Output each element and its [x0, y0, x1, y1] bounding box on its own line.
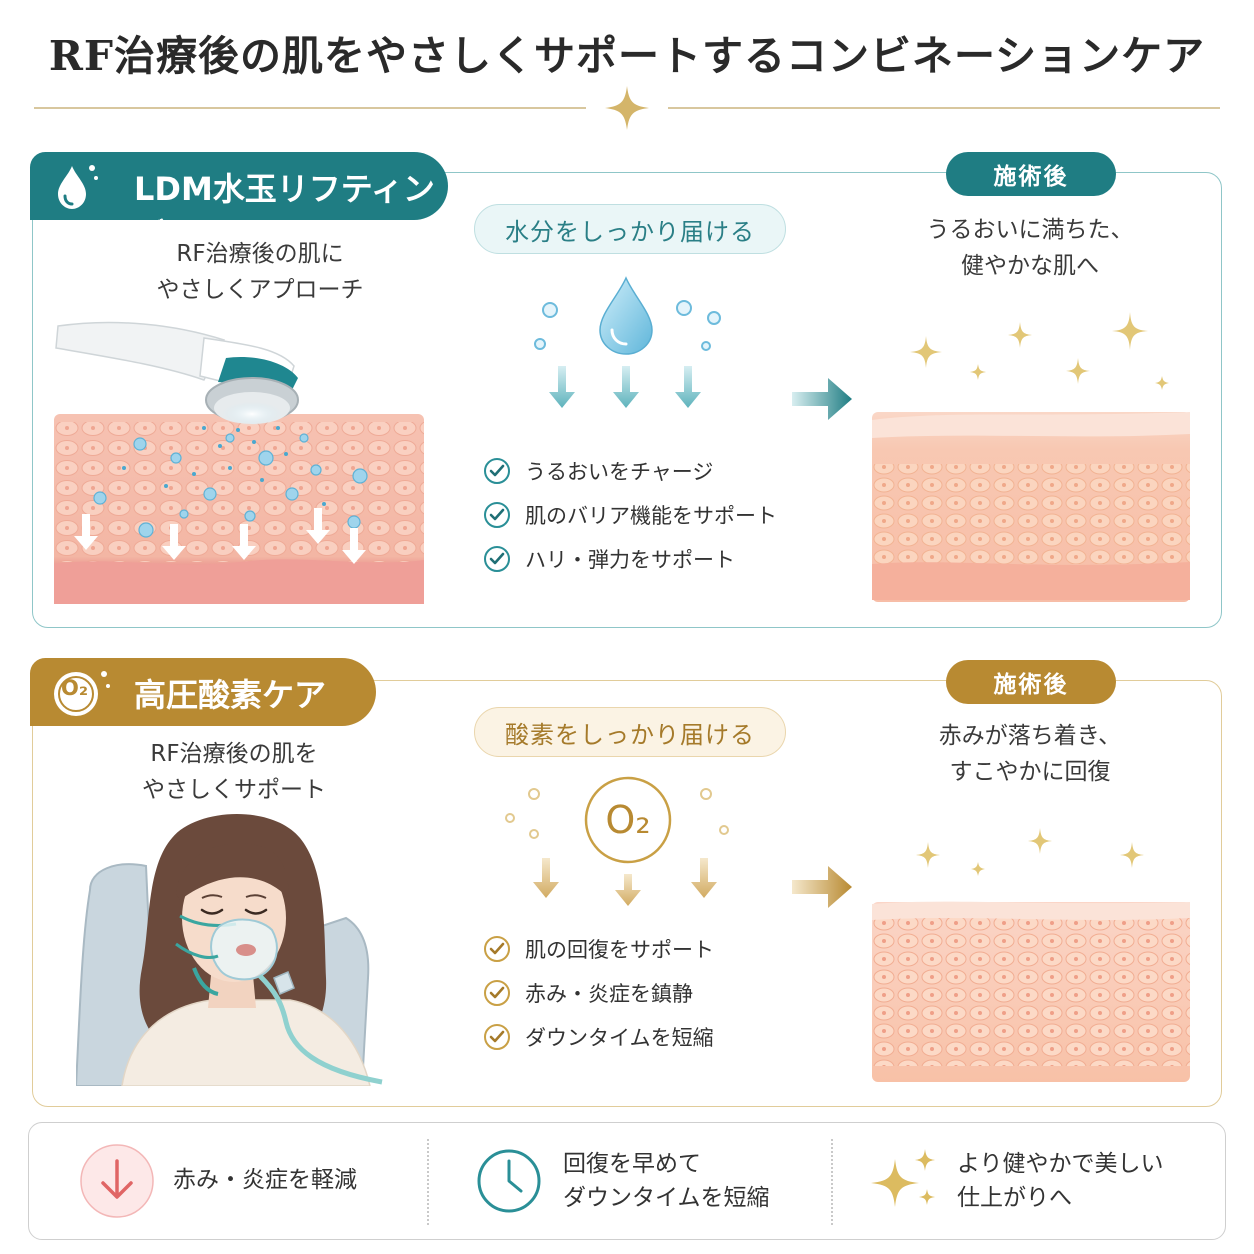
water-delivery-icon [534, 276, 721, 408]
summary-item-2: 回復を早めて ダウンタイムを短縮 [563, 1147, 770, 1215]
sparkle-icon [605, 86, 649, 130]
ldm-after-text: うるおいに満ちた、 健やかな肌へ [880, 212, 1180, 284]
ldm-description: RF治療後の肌に やさしくアプローチ [110, 236, 410, 308]
oxygen-description-line1: RF治療後の肌を [150, 741, 318, 767]
right-arrow-icon [792, 866, 852, 908]
summary-item-3: より健やかで美しい 仕上がりへ [957, 1147, 1164, 1215]
sparkle-icon [871, 1149, 935, 1207]
check-circle-icon [484, 502, 510, 528]
ldm-description-line1: RF治療後の肌に [176, 241, 344, 267]
check-circle-icon [484, 458, 510, 484]
check-circle-icon [484, 980, 510, 1006]
list-item: 肌の回復をサポート [483, 934, 803, 964]
oxygen-description-line2: やさしくサポート [142, 777, 326, 803]
summary-item-2-line1: 回復を早めて [563, 1151, 701, 1177]
oxygen-tab-label: 高圧酸素ケア [134, 676, 327, 714]
oxygen-after-text: 赤みが落ち着き、 すこやかに回復 [880, 718, 1180, 790]
summary-item-1: 赤み・炎症を軽減 [173, 1163, 357, 1197]
oxygen-description: RF治療後の肌を やさしくサポート [84, 736, 384, 808]
check-circle-icon [484, 1024, 510, 1050]
oxygen-benefit-pill: 酸素をしっかり届ける [474, 707, 786, 757]
list-item: 肌のバリア機能をサポート [483, 500, 803, 530]
check-circle-icon [484, 546, 510, 572]
clock-icon [477, 1149, 541, 1213]
list-item-label: うるおいをチャージ [525, 460, 714, 484]
summary-divider [427, 1139, 429, 1225]
ldm-device-illustration [54, 321, 424, 604]
title-divider-left [34, 107, 586, 109]
oxygen-after-badge: 施術後 [946, 660, 1116, 704]
oxygen-after-line1: 赤みが落ち着き、 [938, 723, 1122, 749]
list-item: 赤み・炎症を鎮静 [483, 978, 803, 1008]
list-item-label: 肌の回復をサポート [525, 938, 714, 962]
ldm-benefit-pill: 水分をしっかり届ける [474, 204, 786, 254]
summary-item-2-line2: ダウンタイムを短縮 [563, 1185, 770, 1211]
healthy-skin-illustration [872, 412, 1190, 602]
summary-divider [831, 1139, 833, 1225]
ldm-tab-label: LDM水玉リフティング [134, 170, 435, 254]
list-item-label: ハリ・弾力をサポート [525, 548, 735, 572]
down-arrow-icon [80, 1144, 154, 1218]
check-circle-icon [484, 936, 510, 962]
right-arrow-icon [792, 378, 852, 420]
ldm-after-badge: 施術後 [946, 152, 1116, 196]
list-item: うるおいをチャージ [483, 456, 803, 486]
water-drop-icon [58, 165, 98, 209]
list-item: ハリ・弾力をサポート [483, 544, 803, 574]
summary-item-3-line1: より健やかで美しい [957, 1151, 1164, 1177]
o2-symbol: O₂ [605, 798, 651, 842]
title-divider-right [668, 107, 1220, 109]
oxygen-delivery-icon [505, 776, 729, 906]
ldm-tab: LDM水玉リフティング [30, 152, 448, 254]
summary-bar: 赤み・炎症を軽減 回復を早めて ダウンタイムを短縮 より健やかで美しい 仕上がり… [28, 1122, 1226, 1240]
calm-skin-illustration [872, 901, 1190, 1082]
o2-icon [54, 671, 110, 716]
summary-item-1-label: 赤み・炎症を軽減 [173, 1167, 357, 1193]
summary-item-3-line2: 仕上がりへ [957, 1185, 1072, 1211]
o2-tab-symbol: O₂ [61, 676, 89, 700]
list-item: ダウンタイムを短縮 [483, 1022, 803, 1052]
page-title: RF治療後の肌をやさしくサポートするコンビネーションケア [48, 32, 1206, 80]
list-item-label: ダウンタイムを短縮 [525, 1026, 714, 1050]
ldm-description-line2: やさしくアプローチ [156, 277, 364, 303]
sparkles-icon [916, 828, 1144, 876]
sparkles-icon [910, 312, 1169, 390]
list-item-label: 肌のバリア機能をサポート [525, 504, 777, 528]
woman-oxygen-mask-illustration [76, 813, 383, 1086]
list-item-label: 赤み・炎症を鎮静 [525, 982, 693, 1006]
oxygen-after-line2: すこやかに回復 [949, 759, 1111, 785]
ldm-after-line1: うるおいに満ちた、 [926, 217, 1134, 243]
oxygen-tab: O₂ 高圧酸素ケア [30, 658, 376, 726]
ldm-after-line2: 健やかな肌へ [961, 253, 1099, 279]
